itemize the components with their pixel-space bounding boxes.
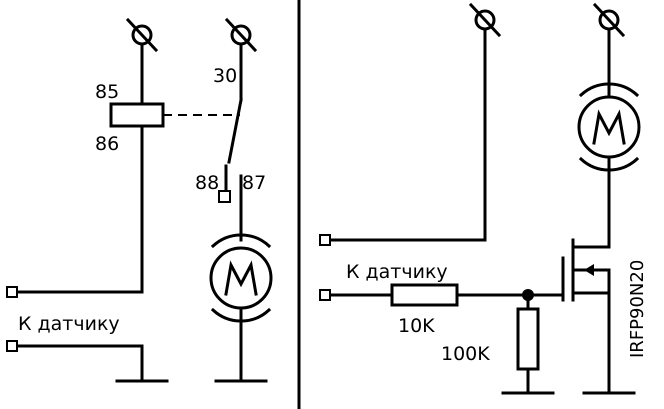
pin-30-label: 30 — [213, 65, 237, 87]
series-resistor — [390, 283, 459, 307]
pin-86-label: 86 — [95, 133, 119, 155]
transistor-label: IRFP90N20 — [627, 260, 648, 358]
mosfet-circuit: К датчику 10K 100K IRFP90N20 — [319, 2, 648, 395]
relay-circuit: 85 86 30 88 87 К датчику — [6, 17, 273, 383]
mosfet-icon — [561, 238, 611, 302]
terminal-icon — [218, 190, 231, 203]
resistor-10k-label: 10K — [398, 315, 435, 337]
pulldown-resistor — [516, 307, 540, 371]
pin-85-label: 85 — [95, 81, 119, 103]
sensor-label: К датчику — [346, 261, 448, 283]
pin-88-label: 88 — [195, 172, 219, 194]
terminal-icon — [6, 286, 18, 298]
terminal-icon — [319, 289, 331, 301]
relay-contact-arm — [227, 98, 243, 164]
pin-87-label: 87 — [242, 172, 266, 194]
resistor-100k-label: 100K — [441, 343, 490, 365]
terminal-icon — [6, 340, 18, 352]
relay-coil — [109, 102, 165, 128]
sensor-label: К датчику — [18, 313, 120, 335]
terminal-icon — [319, 234, 331, 246]
